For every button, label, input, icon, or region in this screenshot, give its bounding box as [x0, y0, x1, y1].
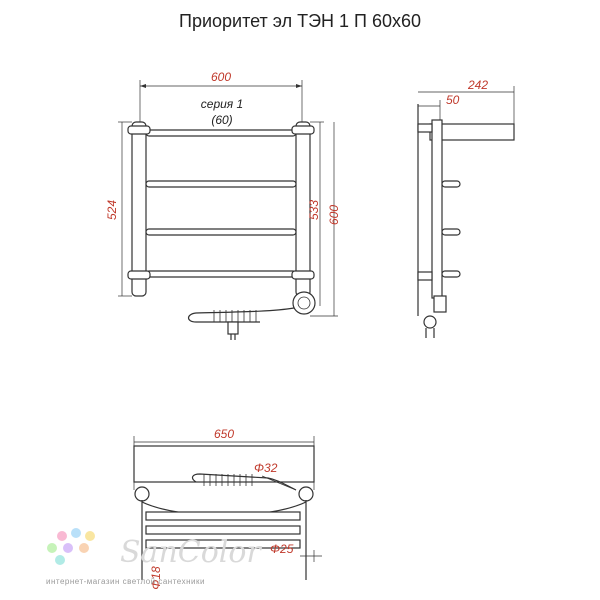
heater-cable: [187, 307, 295, 323]
side-bracket-top: [417, 123, 433, 133]
shelf-top: [133, 445, 315, 483]
dim-top-width: 650: [214, 427, 234, 441]
watermark-dot: [55, 555, 65, 565]
top-heater-coil: [203, 474, 253, 486]
watermark-dot: [79, 543, 89, 553]
dim-heater-diameter: Φ32: [254, 461, 278, 475]
series-label: серия 1: [201, 97, 243, 111]
watermark-dots: [47, 528, 95, 565]
watermark-dot: [47, 543, 57, 553]
front-view: 600 серия 1 (60): [105, 70, 341, 340]
watermark-brand: SanColor: [120, 535, 262, 570]
arrow-right: [296, 84, 302, 88]
dim-side-depth: 242: [467, 78, 488, 92]
watermark: SanColor интернет-магазин светлой сантех…: [46, 528, 262, 586]
watermark-dot: [85, 531, 95, 541]
bracket-top-left: [127, 125, 151, 135]
side-vertical-tube: [431, 119, 443, 299]
bracket-bottom-left: [127, 270, 151, 280]
top-view: 650 Φ32 Φ25 Φ18: [133, 427, 322, 590]
dim-front-width: 600: [211, 70, 231, 84]
arrow-left: [140, 84, 146, 88]
dim-side-offset: 50: [446, 93, 460, 107]
watermark-dot: [57, 531, 67, 541]
dim-front-height-left: 524: [105, 200, 119, 220]
plug-body: [227, 321, 239, 335]
rung-4: [145, 270, 297, 278]
side-rung-2: [441, 180, 461, 188]
tube-end-left: [134, 486, 150, 502]
left-vertical-tube: [131, 121, 147, 297]
side-rung-4: [441, 270, 461, 278]
side-view: 242 50: [417, 78, 515, 338]
top-rung-1: [145, 511, 301, 521]
tube-end-right: [298, 486, 314, 502]
heater-knob-inner: [297, 296, 311, 310]
watermark-dot: [71, 528, 81, 538]
leader-heater: [261, 475, 297, 491]
dim-front-height-inner: 533: [307, 200, 321, 220]
series-size: (60): [211, 113, 232, 127]
top-rung-3: [145, 539, 301, 549]
dim-rung-diameter: Φ18: [149, 566, 163, 590]
heater-coil: [213, 310, 257, 322]
bracket-top-right: [291, 125, 315, 135]
rung-2: [145, 180, 297, 188]
side-heater-housing: [433, 295, 447, 313]
dim-front-height-outer: 600: [327, 205, 341, 225]
side-heater-plug: [423, 315, 437, 329]
top-rung-2: [145, 525, 301, 535]
side-rung-3: [441, 228, 461, 236]
heater-knob: [292, 291, 316, 315]
watermark-tagline: интернет-магазин светлой сантехники: [46, 577, 205, 586]
rung-1: [145, 129, 297, 137]
bracket-bottom-right: [291, 270, 315, 280]
shelf-side: [429, 123, 515, 141]
dim-pipe-diameter: Φ25: [270, 542, 294, 556]
watermark-dot: [63, 543, 73, 553]
side-bracket-bottom: [417, 271, 433, 281]
rung-3: [145, 228, 297, 236]
drawing-title: Приоритет эл ТЭН 1 П 60х60: [179, 11, 421, 31]
